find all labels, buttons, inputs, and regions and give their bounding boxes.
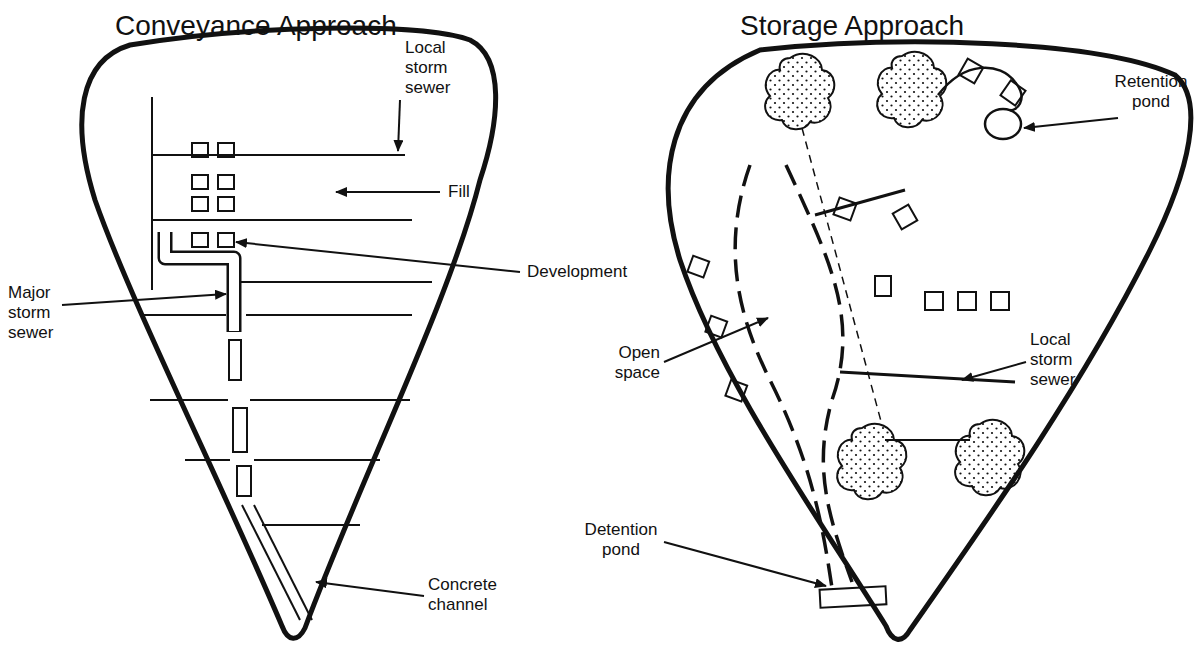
callout-label: Fill xyxy=(448,182,508,202)
panel-title: Conveyance Approach xyxy=(115,10,397,42)
callout-label: Major storm sewer xyxy=(8,283,64,343)
callout-label: Concrete channel xyxy=(428,575,508,615)
panel-title: Storage Approach xyxy=(740,10,964,42)
callout-label: Detention pond xyxy=(578,520,664,560)
callout-label: Local storm sewer xyxy=(1030,330,1092,390)
callout-label: Local storm sewer xyxy=(405,38,467,98)
callout-label: Retention pond xyxy=(1108,72,1194,112)
callout-label: Development xyxy=(527,262,647,282)
callout-label: Open space xyxy=(604,343,660,383)
